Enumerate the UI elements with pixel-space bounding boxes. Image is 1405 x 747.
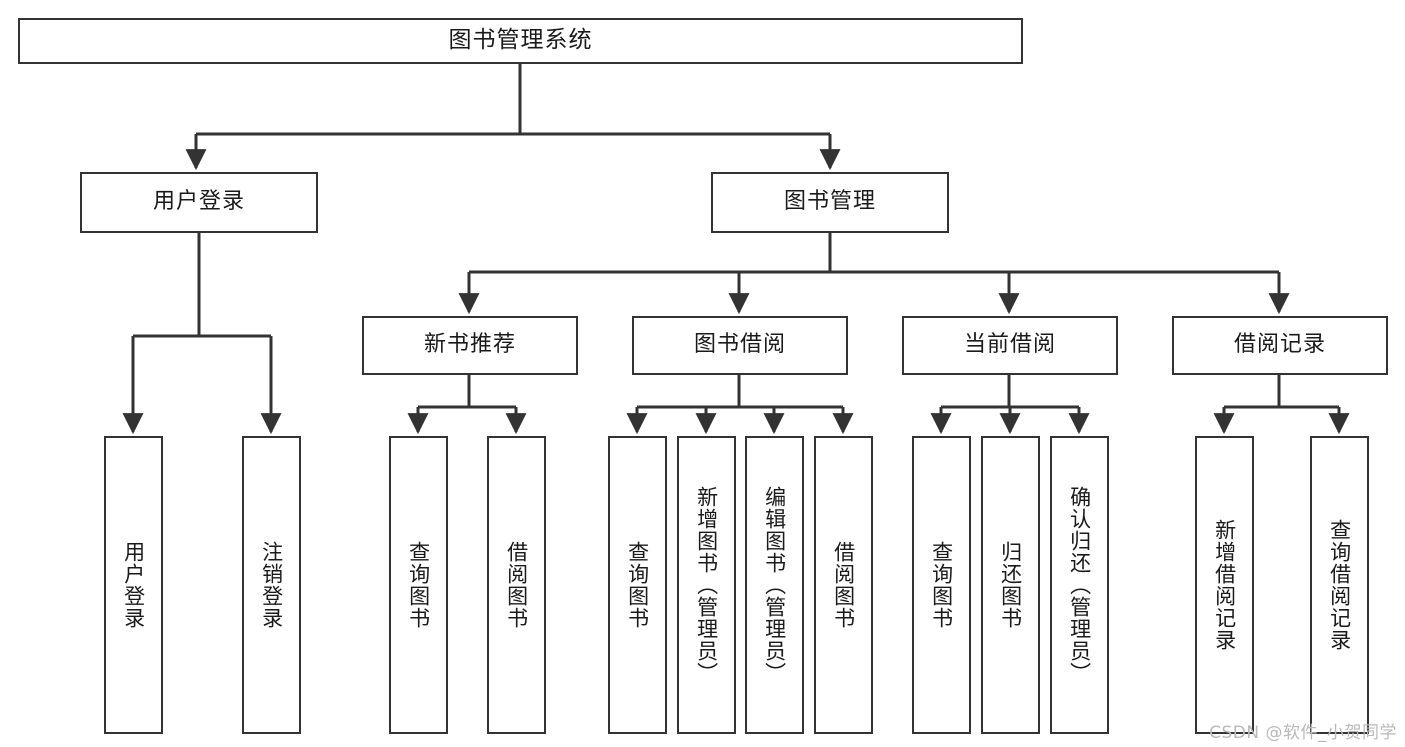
node-book-borrow[interactable]: 图书借阅 [632, 316, 848, 375]
leaf-confirm-return[interactable]: 确认归还（管理员） [1050, 436, 1109, 734]
leaf-query-book-1[interactable]: 查询图书 [389, 436, 448, 734]
leaf-add-record[interactable]: 新增借阅记录 [1195, 436, 1254, 734]
leaf-query-book-2[interactable]: 查询图书 [608, 436, 667, 734]
leaf-user-logout[interactable]: 注销登录 [242, 436, 301, 734]
leaf-borrow-book-2[interactable]: 借阅图书 [814, 436, 873, 734]
leaf-add-book[interactable]: 新增图书（管理员） [677, 436, 736, 734]
leaf-return-book[interactable]: 归还图书 [981, 436, 1040, 734]
node-book-management[interactable]: 图书管理 [711, 172, 949, 233]
csdn-watermark: CSDN @软件_小贺同学 [1209, 723, 1397, 743]
leaf-query-book-3[interactable]: 查询图书 [912, 436, 971, 734]
leaf-edit-book[interactable]: 编辑图书（管理员） [745, 436, 804, 734]
node-root[interactable]: 图书管理系统 [18, 18, 1023, 64]
leaf-query-record[interactable]: 查询借阅记录 [1310, 436, 1369, 734]
leaf-borrow-book-1[interactable]: 借阅图书 [487, 436, 546, 734]
leaf-user-login[interactable]: 用户登录 [104, 436, 163, 734]
node-borrow-record[interactable]: 借阅记录 [1172, 316, 1388, 375]
node-current-borrow[interactable]: 当前借阅 [902, 316, 1118, 375]
node-new-book-recommend[interactable]: 新书推荐 [362, 316, 578, 375]
node-user-login[interactable]: 用户登录 [80, 172, 318, 233]
